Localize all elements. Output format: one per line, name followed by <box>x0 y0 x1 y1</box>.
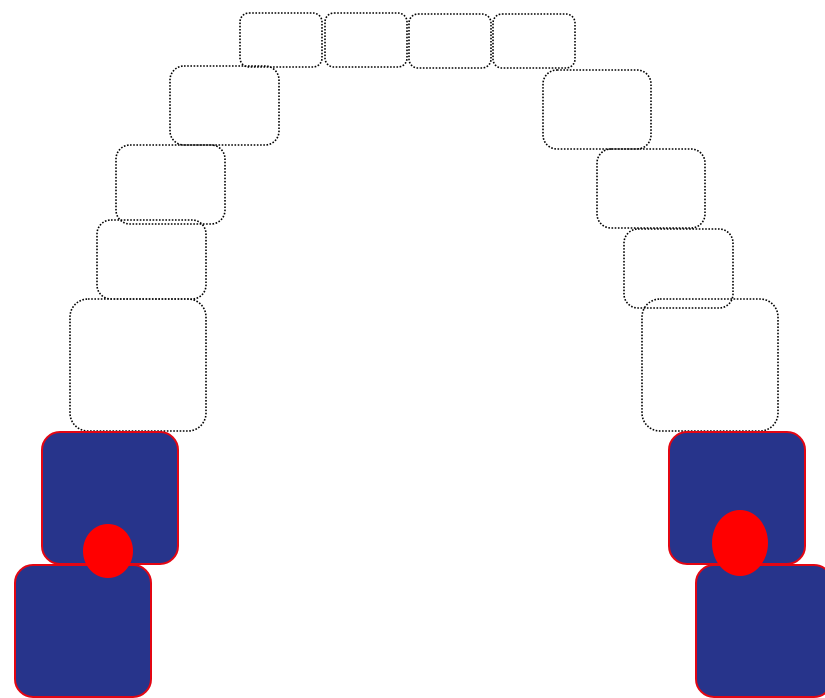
tooth-marked-t18[interactable] <box>696 565 825 697</box>
marker-dot-m1 <box>83 524 133 578</box>
marker-dot-m2 <box>712 510 768 576</box>
tooth-marked-t17[interactable] <box>15 565 151 697</box>
